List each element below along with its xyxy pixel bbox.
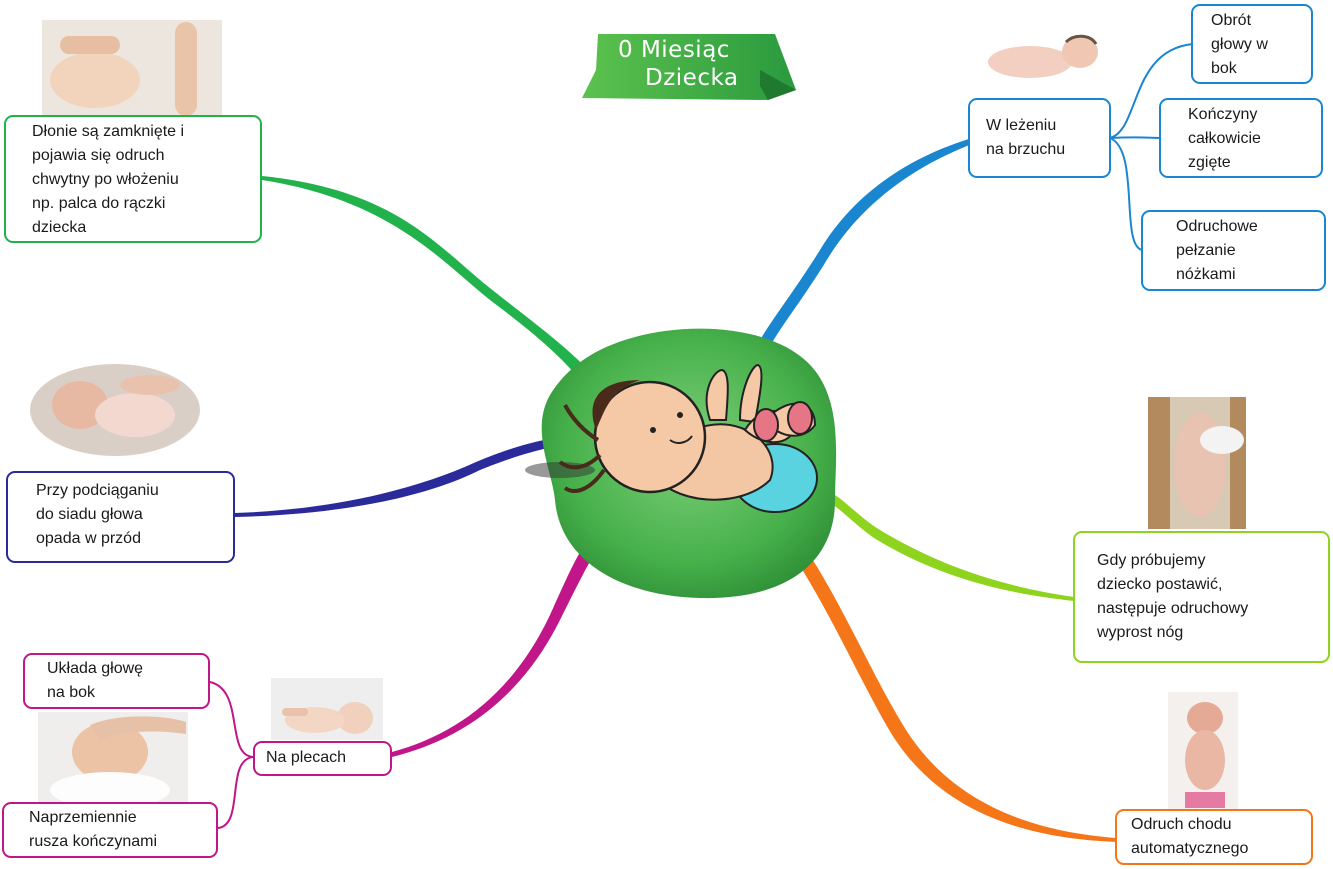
branch-pull-to-sit [234,440,548,517]
connector-on-back-1 [209,681,254,758]
baby-pulled-to-sit-photo [30,364,200,456]
map-title-line1: 0 Miesiąc [618,37,730,63]
topic-on-belly-child-3-box[interactable]: Odruchowe pełzanie nóżkami [1141,210,1326,291]
topic-on-belly-child-1-box[interactable]: Obrót głowy w bok [1191,4,1313,84]
topic-walking-box[interactable]: Odruch chodu automatycznego [1115,809,1313,865]
map-title: 0 Miesiąc Dziecka [600,36,780,92]
branch-walking [792,548,1117,842]
topic-on-back-child-1-box[interactable]: Układa głowę na bok [23,653,210,709]
baby-lying-on-back-icon [525,363,818,513]
topic-on-back-box[interactable]: Na plecach [253,741,392,776]
baby-head-turned-photo [38,712,188,808]
baby-stepping-reflex-photo [1168,692,1238,810]
baby-hand-grasping-finger-photo [42,20,222,116]
baby-held-standing-photo [1148,397,1246,529]
baby-on-back-photo [271,678,383,740]
topic-grasp-box[interactable]: Dłonie są zamknięte i pojawia się odruch… [4,115,262,243]
topic-on-back-child-2-box[interactable]: Naprzemiennie rusza kończynami [2,802,218,858]
topic-on-belly-child-2-box[interactable]: Kończyny całkowicie zgięte [1159,98,1323,178]
connector-on-back-2 [217,756,254,829]
connector-on-belly-1 [1109,43,1194,139]
topic-on-belly-box[interactable]: W leżeniu na brzuchu [968,98,1111,178]
baby-on-belly-photo [980,24,1100,84]
branch-on-belly [760,138,972,346]
title-banner-fold [760,70,796,100]
topic-standing-box[interactable]: Gdy próbujemy dziecko postawić, następuj… [1073,531,1330,663]
map-title-line2: Dziecka [645,65,739,91]
branch-on-back [392,534,604,757]
connector-on-belly-3 [1109,137,1143,251]
title-banner-shape [582,34,796,100]
branch-standing [826,492,1074,601]
branch-grasp [262,176,590,380]
topic-pull-to-sit-box[interactable]: Przy podciąganiu do siadu głowa opada w … [6,471,235,563]
connector-on-belly-2 [1109,136,1161,139]
